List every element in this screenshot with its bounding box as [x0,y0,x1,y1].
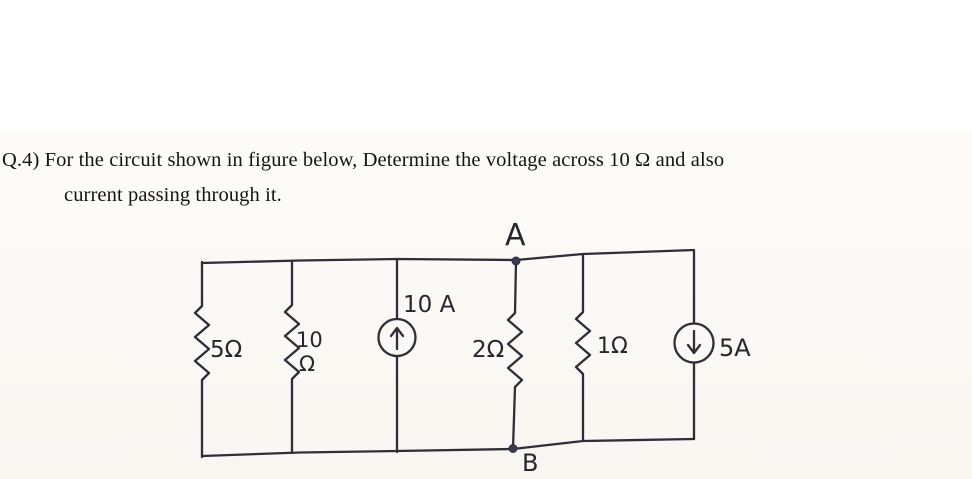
bottom-wire-right [511,437,696,451]
node-a-dot [511,256,521,266]
arrow-up-icon-head [389,326,405,338]
resistor-5ohm [193,260,211,459]
question-line-2: current passing through it. [64,184,282,206]
top-wire-right [514,248,696,262]
current-source-10a [377,317,417,358]
resistor-5ohm-label: 5Ω [210,337,242,363]
resistor-10ohm-label-line1: 10 [296,328,323,352]
resistor-1ohm-label: 1Ω [597,334,628,359]
arrow-down-icon-head [686,343,702,355]
resistor-2ohm-label: 2Ω [472,337,504,363]
resistor-2ohm [506,260,524,450]
current-source-5a [673,322,715,364]
current-source-5a-label: 5A [719,334,751,362]
node-b-label: B [522,449,538,477]
resistor-1ohm [574,253,592,443]
bottom-wire-left [200,447,515,458]
circuit-wires [193,248,715,459]
resistor-10ohm [283,259,301,455]
current-source-10a-label: 10 A [403,292,456,318]
top-wire-left [200,257,518,265]
resistor-10ohm-label-line2: Ω [299,352,315,376]
node-a-label: A [505,218,526,253]
node-b-dot [508,444,518,453]
question-line-1: Q.4) For the circuit shown in figure bel… [2,149,725,171]
scan-paper-background [0,130,972,479]
